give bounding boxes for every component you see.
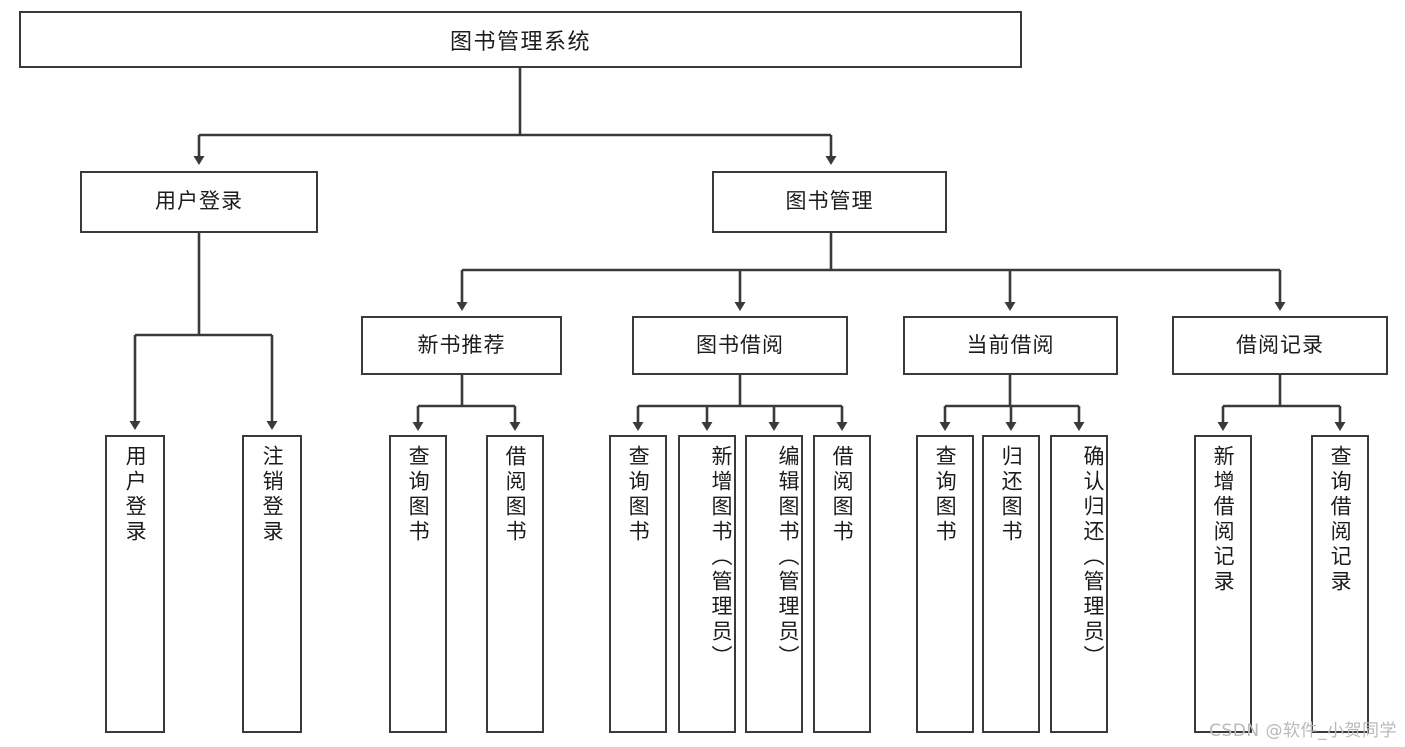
node-leaf-edit-book-label: 编辑图书（管理员） — [776, 445, 800, 670]
csdn-watermark: CSDN @软件_小贺同学 — [1209, 721, 1397, 741]
node-current-borrow[interactable]: 当前借阅 — [903, 316, 1118, 375]
node-leaf-query-book-borrow[interactable]: 查询图书 — [609, 435, 667, 733]
node-leaf-borrow-book-recommend[interactable]: 借阅图书 — [486, 435, 544, 733]
node-leaf-query-book-recommend-label: 查询图书 — [406, 445, 431, 545]
node-book-manage[interactable]: 图书管理 — [712, 171, 947, 233]
node-leaf-add-book[interactable]: 新增图书（管理员） — [678, 435, 736, 733]
node-leaf-logout[interactable]: 注销登录 — [242, 435, 302, 733]
node-leaf-query-book-current-label: 查询图书 — [933, 445, 958, 545]
node-leaf-return-book-label: 归还图书 — [999, 445, 1024, 545]
node-new-book-recommend[interactable]: 新书推荐 — [361, 316, 562, 375]
node-leaf-confirm-return-label: 确认归还（管理员） — [1081, 445, 1105, 670]
node-leaf-query-book-borrow-label: 查询图书 — [626, 445, 651, 545]
node-borrow-record[interactable]: 借阅记录 — [1172, 316, 1388, 375]
node-user-login[interactable]: 用户登录 — [80, 171, 318, 233]
node-leaf-borrow-book-recommend-label: 借阅图书 — [503, 445, 528, 545]
node-leaf-return-book[interactable]: 归还图书 — [982, 435, 1040, 733]
node-leaf-borrow-book-label: 借阅图书 — [830, 445, 855, 545]
node-leaf-query-borrow-record-label: 查询借阅记录 — [1328, 445, 1353, 595]
node-leaf-add-book-label: 新增图书（管理员） — [709, 445, 733, 670]
node-leaf-query-borrow-record[interactable]: 查询借阅记录 — [1311, 435, 1369, 733]
node-leaf-edit-book[interactable]: 编辑图书（管理员） — [745, 435, 803, 733]
node-leaf-query-book-recommend[interactable]: 查询图书 — [389, 435, 447, 733]
node-leaf-add-borrow-record[interactable]: 新增借阅记录 — [1194, 435, 1252, 733]
node-book-borrow[interactable]: 图书借阅 — [632, 316, 848, 375]
node-leaf-borrow-book[interactable]: 借阅图书 — [813, 435, 871, 733]
node-leaf-query-book-current[interactable]: 查询图书 — [916, 435, 974, 733]
node-leaf-user-login-label: 用户登录 — [123, 445, 148, 545]
node-leaf-add-borrow-record-label: 新增借阅记录 — [1211, 445, 1236, 595]
node-root-system[interactable]: 图书管理系统 — [19, 11, 1022, 68]
node-leaf-logout-label: 注销登录 — [260, 445, 285, 545]
node-leaf-confirm-return[interactable]: 确认归还（管理员） — [1050, 435, 1108, 733]
node-leaf-user-login[interactable]: 用户登录 — [105, 435, 165, 733]
